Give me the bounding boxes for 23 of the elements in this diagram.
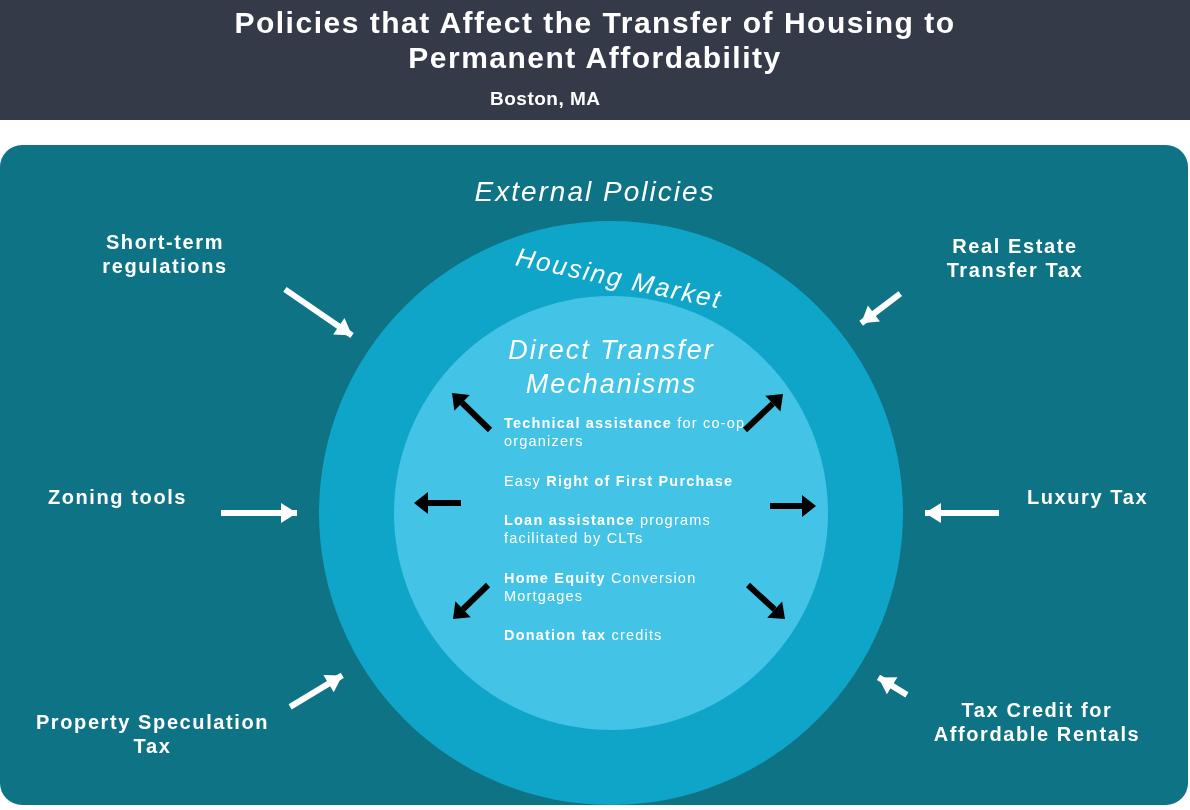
policy-label: Real Estate Transfer Tax <box>945 234 1085 282</box>
circle-heading: Housing Market <box>512 240 726 317</box>
mechanism-item: Technical assistance for co-op organizers <box>504 414 747 451</box>
arrow <box>925 503 999 523</box>
arrow <box>876 674 909 698</box>
arrow <box>288 672 344 710</box>
policy-label: Zoning tools <box>46 485 189 509</box>
subtitle: Boston, MA <box>490 88 601 111</box>
policy-label: Luxury Tax <box>1025 485 1150 509</box>
mechanism-item: Donation tax credits <box>504 626 664 645</box>
policy-label: Tax Credit for Affordable Rentals <box>932 698 1142 746</box>
mechanism-item: Home Equity Conversion Mortgages <box>504 569 698 606</box>
title: Policies that Affect the Transfer of Housing to Permanent Affordability <box>233 6 957 75</box>
arrow <box>283 286 354 338</box>
mechanism-item: Loan assistance programs facilitated by CLTs <box>504 511 712 548</box>
mechanism-item: Easy Right of First Purchase <box>504 472 735 491</box>
policy-label: Property Speculation Tax <box>34 710 271 758</box>
circle-heading: Direct Transfer Mechanisms <box>507 334 716 401</box>
policy-label: Short-term regulations <box>101 230 229 278</box>
panel-heading: External Policies <box>473 175 717 209</box>
arrow <box>859 291 903 326</box>
arrow <box>221 503 297 523</box>
outer-panel <box>0 145 1188 805</box>
